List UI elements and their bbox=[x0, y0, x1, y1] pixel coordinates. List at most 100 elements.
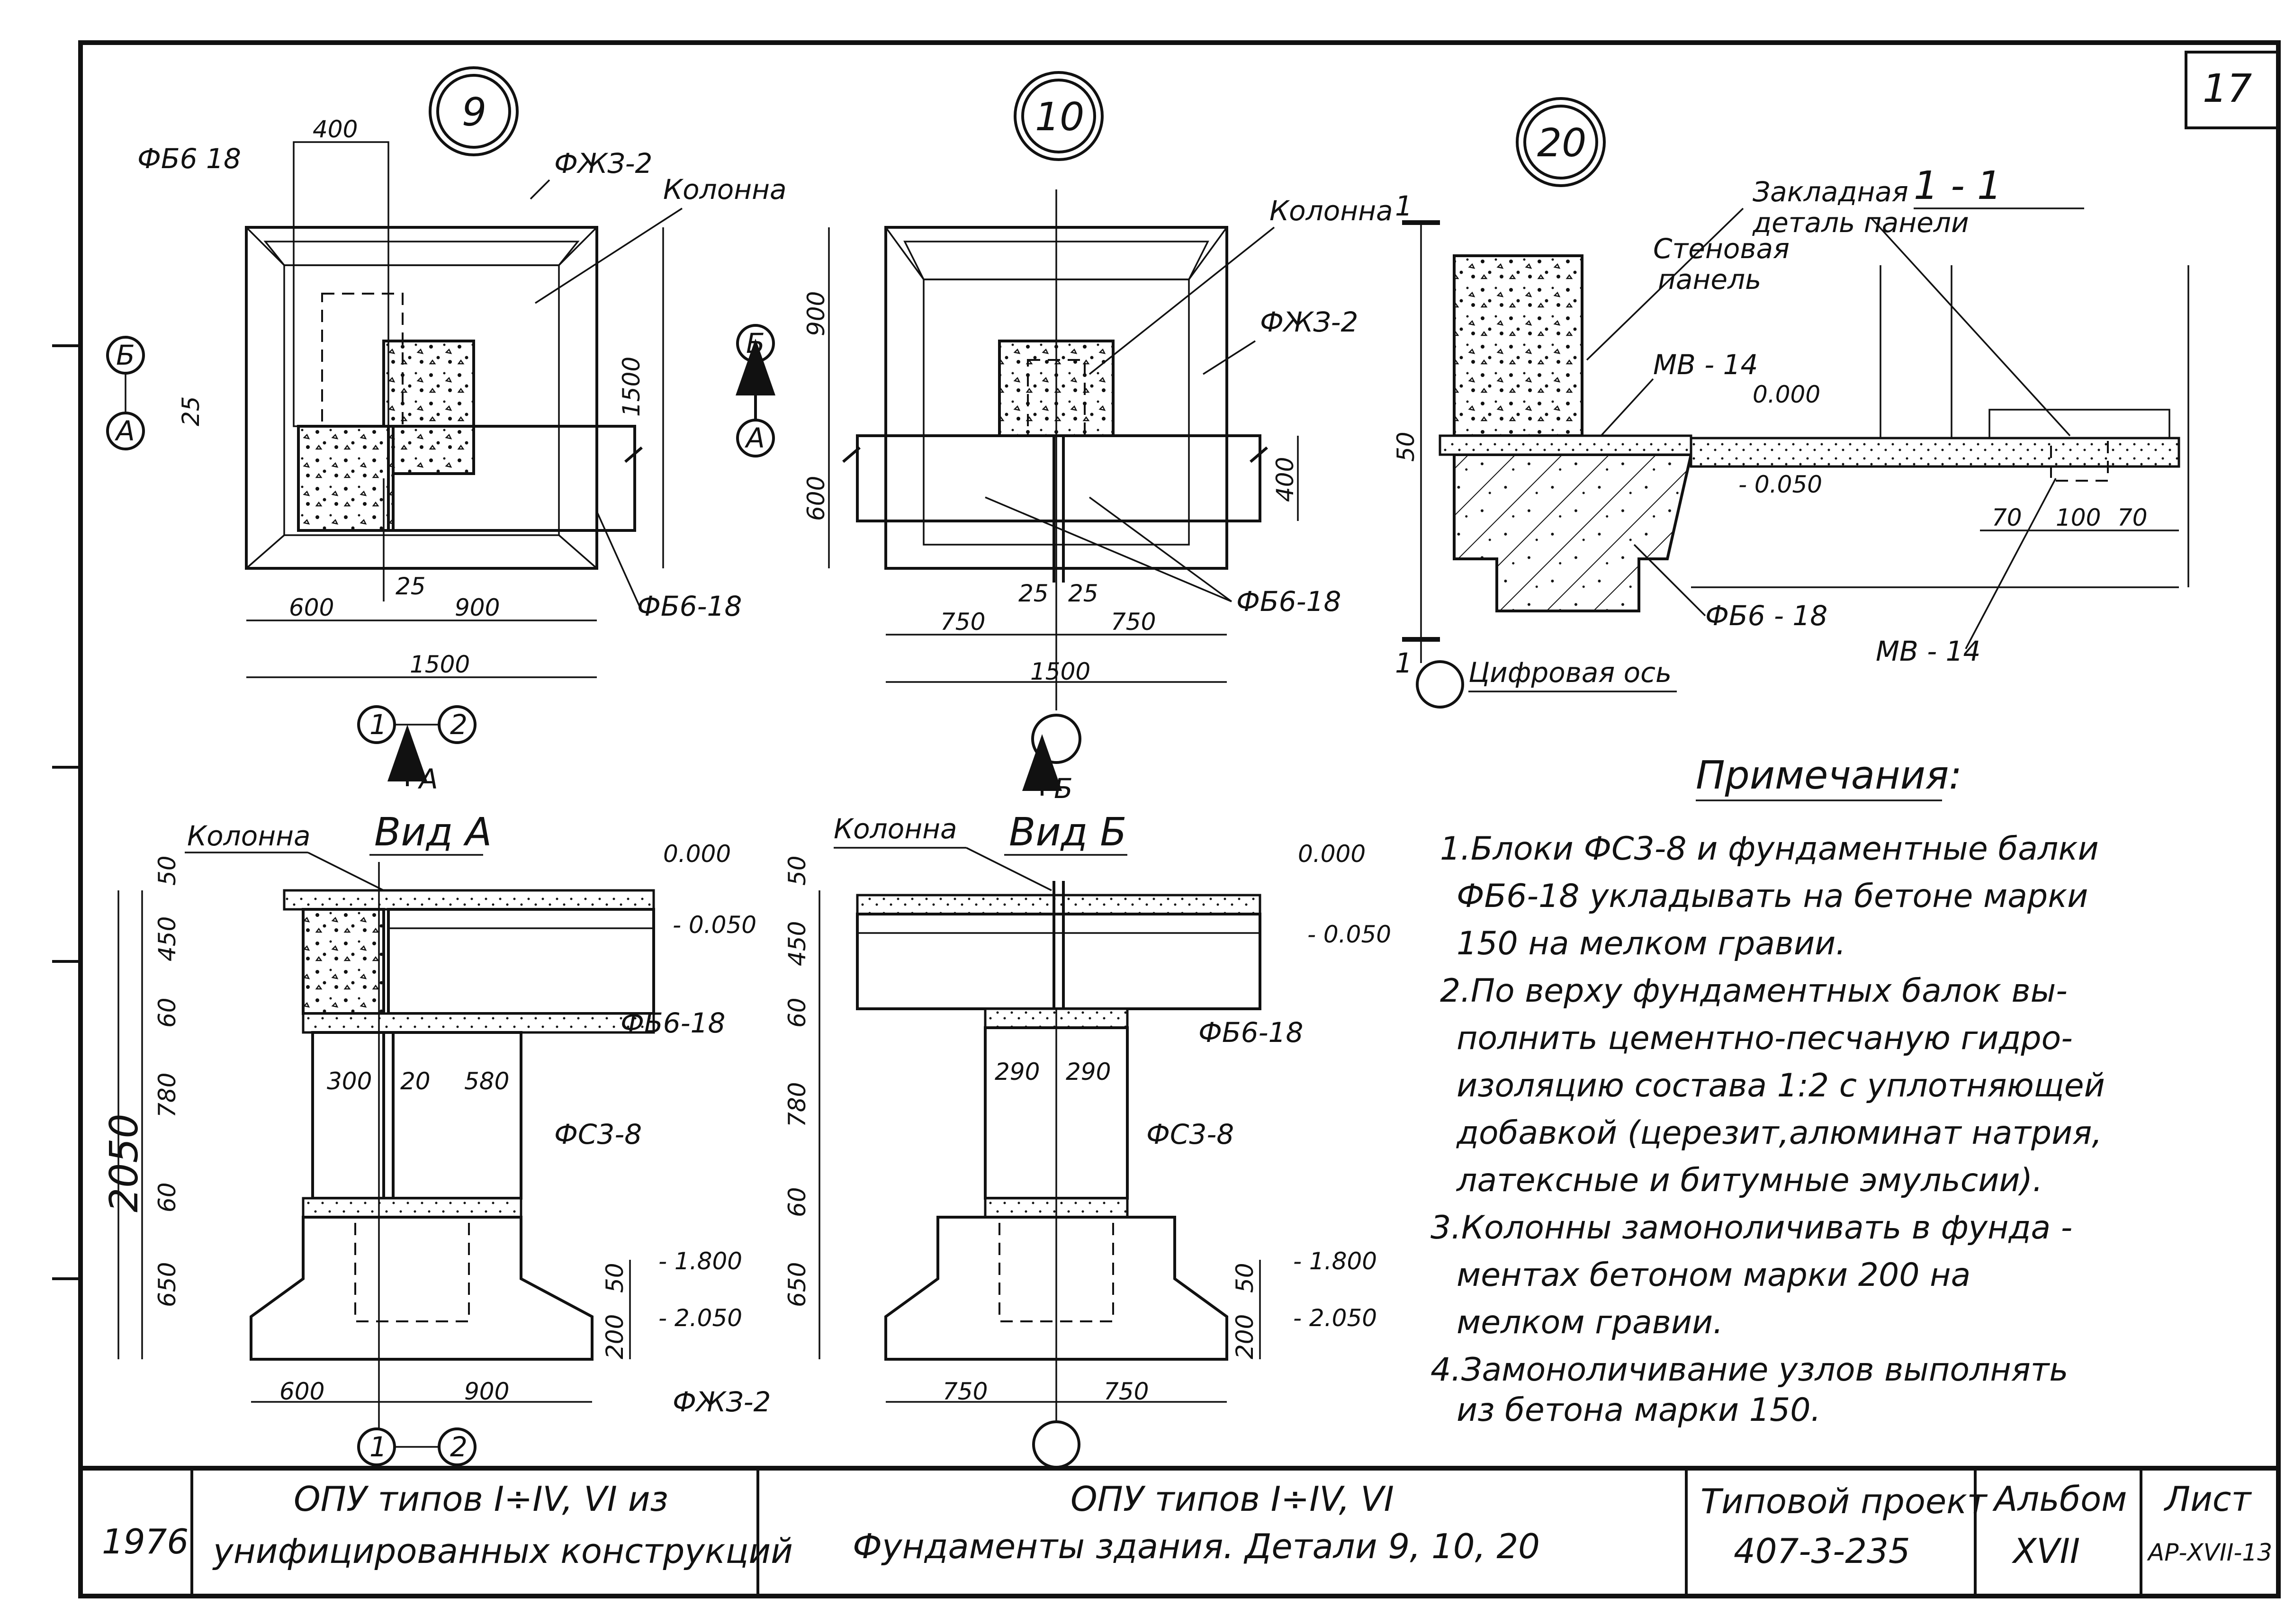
d20-dim-70b: 70 bbox=[2117, 504, 2148, 531]
note-line: 4.Замоноличивание узлов выполнять bbox=[1430, 1351, 2069, 1389]
view-a-label-fs3-8: ФС3-8 bbox=[554, 1118, 642, 1150]
title-project-label: Типовой проект bbox=[1700, 1481, 1988, 1521]
view-a-dim-20: 20 bbox=[400, 1068, 431, 1095]
notes-title: Примечания: bbox=[1696, 753, 1962, 798]
note-line: 3.Колонны замоноличивать в фунда - bbox=[1430, 1209, 2072, 1247]
view-a-axis-2: 2 bbox=[450, 1431, 468, 1463]
view-a-mark-050: - 0.050 bbox=[673, 911, 756, 939]
note-line: добавкой (церезит,алюминат натрия, bbox=[1456, 1114, 2102, 1152]
view-b-dim-780: 780 bbox=[783, 1082, 811, 1127]
note-line: мелком гравии. bbox=[1457, 1304, 1723, 1341]
view-b-dim-60b: 60 bbox=[783, 1187, 811, 1217]
d9-dim-1500v: 1500 bbox=[618, 357, 645, 417]
title-doc-line2: унифицированных конструкций bbox=[212, 1531, 793, 1571]
d10-dim-600: 600 bbox=[802, 476, 830, 521]
detail-20-marker: 20 bbox=[1537, 121, 1586, 166]
detail-10-marker: 10 bbox=[1035, 95, 1084, 140]
view-b-dim-290a: 290 bbox=[995, 1058, 1040, 1086]
note-line: латексные и битумные эмульсии). bbox=[1456, 1162, 2043, 1199]
view-b-dim-50: 50 bbox=[783, 855, 811, 886]
d20-label-panel: панель bbox=[1658, 263, 1761, 296]
view-a-dim-2050: 2050 bbox=[102, 1113, 147, 1212]
view-b-dim-50b: 50 bbox=[1231, 1263, 1259, 1293]
title-year: 1976 bbox=[102, 1522, 189, 1561]
d10-dim-1500: 1500 bbox=[1030, 658, 1090, 685]
view-a-dim-780: 780 bbox=[153, 1073, 181, 1118]
d20-label-mv14-bottom: МВ - 14 bbox=[1876, 635, 1980, 667]
d9-axis-2: 2 bbox=[450, 709, 468, 741]
d10-dim-900: 900 bbox=[802, 291, 830, 336]
view-a-mark-0: 0.000 bbox=[663, 840, 731, 868]
view-a-dim-50: 50 bbox=[153, 855, 181, 886]
d20-mark-0: 0.000 bbox=[1753, 381, 1820, 408]
title-album-label: Альбом bbox=[1992, 1479, 2127, 1519]
d20-label-fb6-18: ФБ6 - 18 bbox=[1705, 600, 1827, 632]
view-a-dim-900: 900 bbox=[464, 1378, 509, 1405]
view-a-dim-60a: 60 bbox=[153, 997, 181, 1028]
title-sheet-value: АР-XVII-13 bbox=[2147, 1539, 2272, 1566]
title-content-line1: ОПУ типов I÷IV, VI bbox=[1071, 1479, 1394, 1519]
d9-axis-a: А bbox=[114, 415, 135, 447]
d10-view-arrow: Б bbox=[1054, 772, 1073, 805]
view-b-title: Вид Б bbox=[1009, 810, 1127, 855]
detail-9-marker: 9 bbox=[462, 90, 486, 135]
d10-dim-25b: 25 bbox=[1068, 580, 1098, 607]
d10-dim-750a: 750 bbox=[940, 608, 985, 636]
d9-dim-25: 25 bbox=[177, 396, 205, 426]
detail-10: 10 900 600 400 25 25 750 750 1500 Колонн… bbox=[736, 71, 1393, 805]
d10-label-kolonna: Колонна bbox=[1269, 195, 1393, 227]
view-a-title: Вид А bbox=[374, 810, 492, 855]
d9-axis-1: 1 bbox=[369, 709, 387, 741]
d20-label-stenovaya: Стеновая bbox=[1653, 233, 1790, 265]
view-b-dim-290b: 290 bbox=[1066, 1058, 1111, 1086]
d10-dim-25a: 25 bbox=[1018, 580, 1049, 607]
view-a-dim-50b: 50 bbox=[601, 1263, 629, 1293]
title-project-value: 407-3-235 bbox=[1734, 1531, 1910, 1571]
view-b-axis-bubble bbox=[1032, 1420, 1080, 1469]
view-a-dim-450: 450 bbox=[153, 916, 181, 961]
note-line: 150 на мелком гравии. bbox=[1457, 925, 1846, 962]
view-a-dim-300: 300 bbox=[327, 1068, 372, 1095]
d20-label-zakladnaya: Закладная bbox=[1753, 176, 1908, 208]
title-content-line2: Фундаменты здания. Детали 9, 10, 20 bbox=[853, 1526, 1540, 1566]
d9-label-fb6-18-right: ФБ6-18 bbox=[637, 590, 742, 622]
note-line: ФБ6-18 укладывать на бетоне марки bbox=[1457, 878, 2088, 915]
d20-dim-50: 50 bbox=[1392, 431, 1420, 462]
view-b-dim-200: 200 bbox=[1231, 1314, 1259, 1359]
note-line: 2.По верху фундаментных балок вы- bbox=[1440, 972, 2068, 1010]
d20-dim-100: 100 bbox=[2056, 504, 2101, 531]
view-a-axis-1: 1 bbox=[369, 1431, 387, 1463]
d9-view-arrow: А bbox=[417, 763, 438, 795]
note-line: изоляцию состава 1:2 с уплотняющей bbox=[1457, 1067, 2105, 1104]
d20-cut-bottom: 1 bbox=[1395, 647, 1412, 679]
d10-dim-400: 400 bbox=[1271, 457, 1299, 502]
d9-dim-600: 600 bbox=[289, 594, 334, 621]
view-a-label-kolonna: Колонна bbox=[187, 820, 311, 852]
sheet-frame: 17 bbox=[52, 40, 2281, 1598]
d9-dim-25b: 25 bbox=[396, 573, 426, 600]
view-b-mark-0: 0.000 bbox=[1298, 840, 1366, 868]
note-line: полнить цементно-песчаную гидро- bbox=[1457, 1020, 2073, 1057]
view-b-dim-60a: 60 bbox=[783, 997, 811, 1028]
d20-label-mv14-top: МВ - 14 bbox=[1653, 349, 1758, 381]
d10-axis-a: А bbox=[744, 422, 765, 454]
d9-label-fb6-18: ФБ6 18 bbox=[137, 143, 241, 175]
d9-dim-900: 900 bbox=[455, 594, 500, 621]
note-line: из бетона марки 150. bbox=[1457, 1391, 1821, 1429]
d20-label-axis: Цифровая ось bbox=[1468, 656, 1672, 689]
view-a-dim-600: 600 bbox=[279, 1378, 324, 1405]
view-b-dim-650: 650 bbox=[783, 1262, 811, 1307]
d9-label-kolonna: Колонна bbox=[663, 173, 787, 206]
d10-axis-b: Б bbox=[746, 327, 765, 359]
view-b-dim-750a: 750 bbox=[943, 1378, 988, 1405]
view-a-label-fzh3-2: ФЖЗ-2 bbox=[673, 1386, 771, 1418]
view-a-dim-60b: 60 bbox=[153, 1182, 181, 1212]
d20-dim-70a: 70 bbox=[1992, 504, 2022, 531]
d10-axis-bubble bbox=[1031, 714, 1081, 764]
view-a-mark-2050: - 2.050 bbox=[658, 1304, 742, 1332]
view-a-dim-200: 200 bbox=[601, 1314, 629, 1359]
detail-9: 9 400 1500 25 25 600 900 1500 ФБ6 18 ФЖЗ… bbox=[106, 66, 787, 795]
note-line: 1.Блоки ФС3-8 и фундаментные балки bbox=[1440, 830, 2099, 868]
